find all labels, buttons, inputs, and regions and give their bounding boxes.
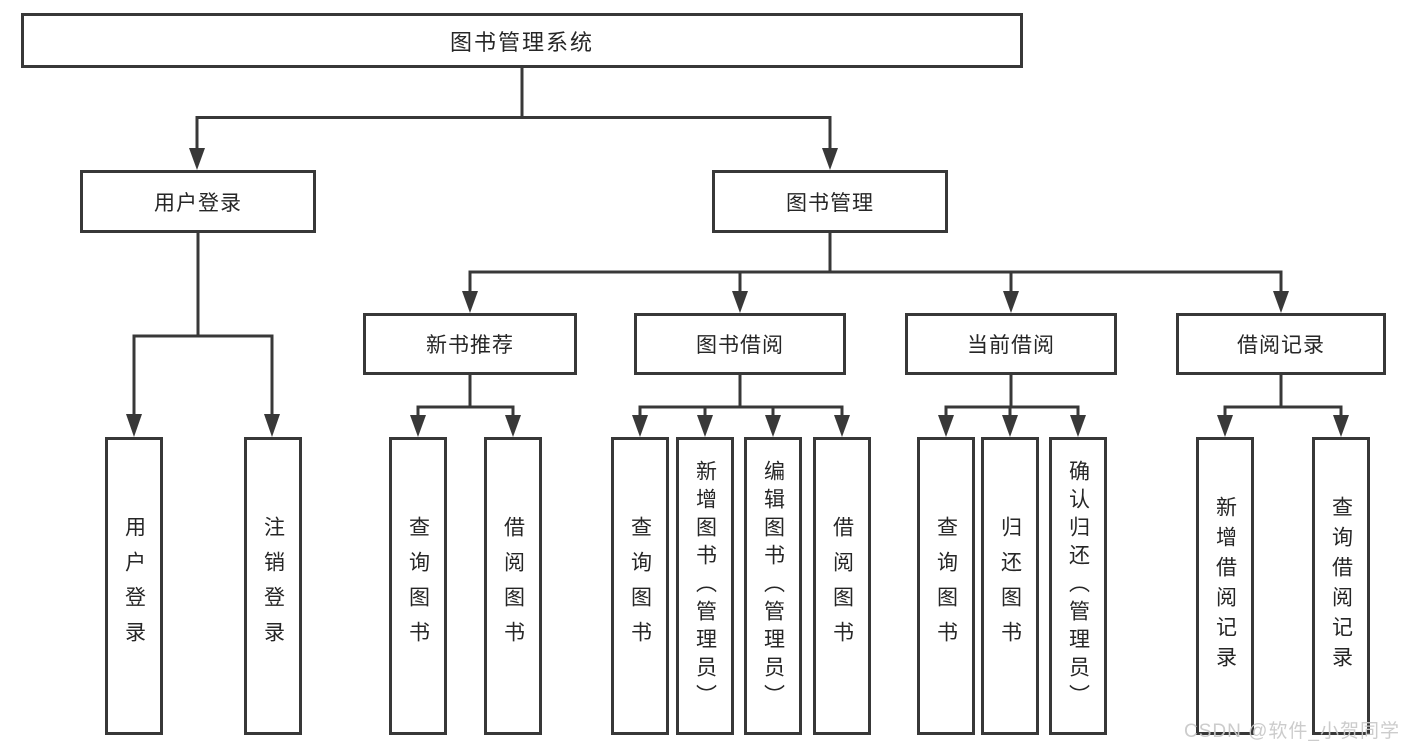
leaf-add-borrow-record-label: 新增借阅记录 (1213, 496, 1237, 676)
leaf-return-book-label: 归还图书 (998, 516, 1022, 656)
node-user-login-label: 用户登录 (154, 191, 242, 215)
node-book-management: 图书管理 (712, 170, 948, 233)
leaf-borrow-books-label: 借阅图书 (830, 516, 854, 656)
node-new-book-recommend: 新书推荐 (363, 313, 577, 375)
leaf-add-book-admin: 新增图书（管理员） (676, 437, 734, 735)
leaf-query-borrow-record: 查询借阅记录 (1312, 437, 1370, 735)
leaf-query-books-recommend-label: 查询图书 (406, 516, 430, 656)
node-book-borrow: 图书借阅 (634, 313, 846, 375)
leaf-add-borrow-record: 新增借阅记录 (1196, 437, 1254, 735)
node-borrow-records: 借阅记录 (1176, 313, 1386, 375)
node-current-borrow-label: 当前借阅 (967, 334, 1055, 357)
leaf-confirm-return-admin-label: 确认归还（管理员） (1066, 460, 1090, 712)
node-borrow-records-label: 借阅记录 (1237, 334, 1325, 357)
leaf-borrow-books: 借阅图书 (813, 437, 871, 735)
node-root: 图书管理系统 (21, 13, 1023, 68)
leaf-logout-label: 注销登录 (261, 516, 285, 656)
node-book-management-label: 图书管理 (786, 191, 874, 215)
leaf-query-books-recommend: 查询图书 (389, 437, 447, 735)
node-book-borrow-label: 图书借阅 (696, 334, 784, 357)
leaf-borrow-books-recommend-label: 借阅图书 (501, 516, 525, 656)
leaf-edit-book-admin: 编辑图书（管理员） (744, 437, 802, 735)
leaf-query-books-borrow: 查询图书 (611, 437, 669, 735)
leaf-query-borrow-record-label: 查询借阅记录 (1329, 496, 1353, 676)
leaf-query-books-current: 查询图书 (917, 437, 975, 735)
leaf-user-login-label: 用户登录 (122, 516, 146, 656)
csdn-watermark: CSDN @软件_小贺同学 (1184, 721, 1400, 742)
leaf-add-book-admin-label: 新增图书（管理员） (693, 460, 717, 712)
leaf-user-login: 用户登录 (105, 437, 163, 735)
leaf-borrow-books-recommend: 借阅图书 (484, 437, 542, 735)
leaf-confirm-return-admin: 确认归还（管理员） (1049, 437, 1107, 735)
leaf-logout: 注销登录 (244, 437, 302, 735)
leaf-edit-book-admin-label: 编辑图书（管理员） (761, 460, 785, 712)
leaf-query-books-borrow-label: 查询图书 (628, 516, 652, 656)
node-new-book-recommend-label: 新书推荐 (426, 334, 514, 357)
node-current-borrow: 当前借阅 (905, 313, 1117, 375)
leaf-return-book: 归还图书 (981, 437, 1039, 735)
node-user-login: 用户登录 (80, 170, 316, 233)
leaf-query-books-current-label: 查询图书 (934, 516, 958, 656)
node-root-label: 图书管理系统 (449, 29, 594, 55)
